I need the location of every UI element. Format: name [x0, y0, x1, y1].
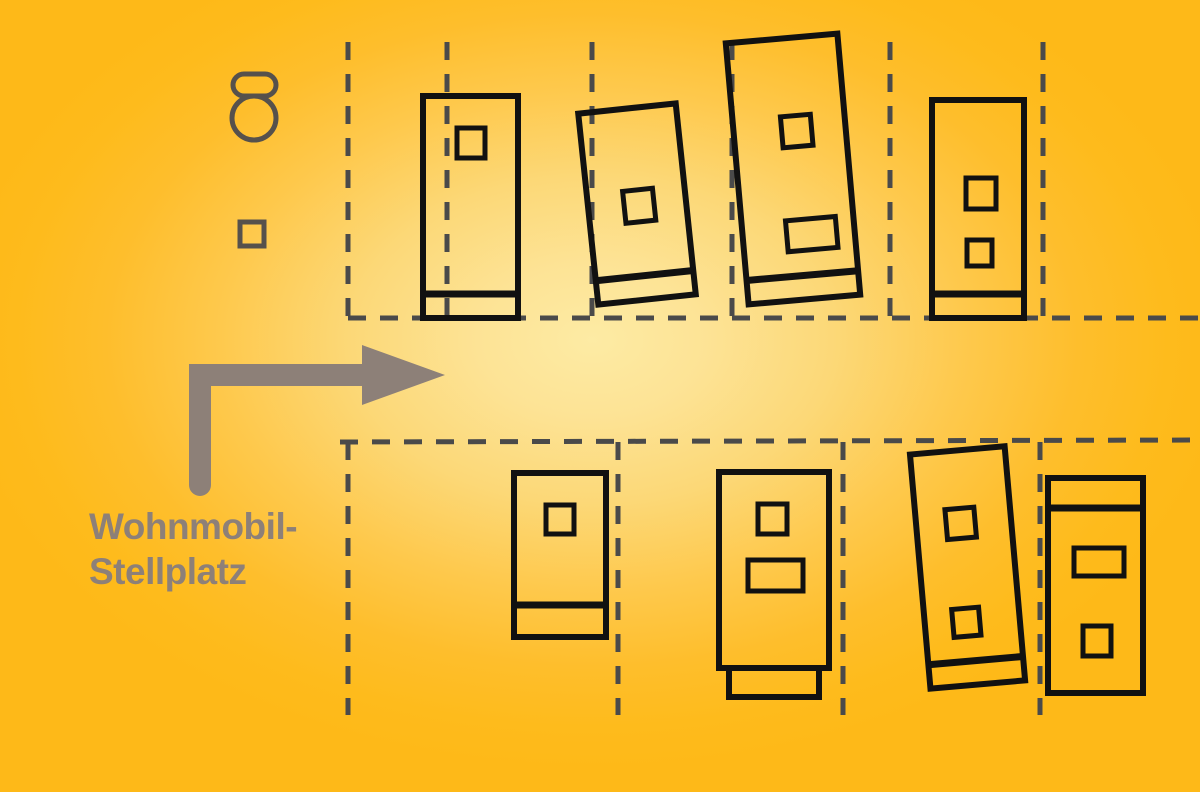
- camper-window: [543, 502, 577, 537]
- camper-top-3: [722, 30, 864, 308]
- camper-bottom-4: [1045, 475, 1146, 696]
- bay-baseline-bottom: [339, 437, 1200, 445]
- pill-icon: [230, 71, 279, 99]
- camper-window: [777, 111, 816, 151]
- camper-top-2: [574, 100, 700, 308]
- camper-window: [745, 557, 806, 594]
- camper-window: [948, 604, 984, 641]
- camper-bottom-1: [511, 470, 609, 640]
- camper-window: [619, 185, 659, 227]
- camper-window: [942, 504, 980, 543]
- camper-window: [755, 501, 790, 537]
- camper-top-4: [929, 97, 1027, 321]
- legend-icons: [229, 71, 279, 249]
- camper-window: [963, 175, 999, 212]
- camper-window: [1071, 545, 1127, 579]
- circle-icon: [229, 93, 279, 143]
- camper-top-1: [420, 93, 521, 321]
- camper-window: [454, 125, 488, 161]
- arrow-head-icon: [362, 345, 445, 405]
- parking-bays-bottom: [339, 437, 1200, 715]
- turn-right-arrow: [189, 345, 445, 496]
- camper-window: [964, 237, 995, 269]
- page-title: Wohnmobil- Stellplatz: [89, 506, 298, 593]
- square-icon: [237, 219, 267, 249]
- camper-bumper: [726, 665, 822, 700]
- camper-bottom-2: [716, 469, 832, 700]
- camper-window: [1080, 623, 1114, 659]
- camper-bottom-3: [906, 443, 1029, 692]
- camper-window: [782, 213, 841, 255]
